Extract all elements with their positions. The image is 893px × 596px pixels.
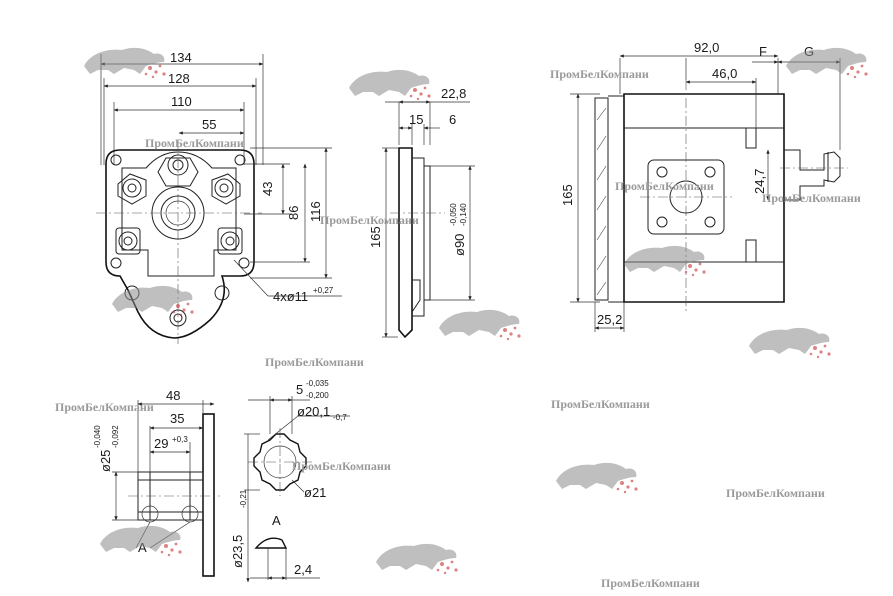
spline-view: 5 -0,035 -0,200 ø20,1 -0,7 ø21 ø23,5 -0,… (230, 379, 350, 583)
dim-29: 29 (154, 436, 168, 451)
dim-22-8: 22,8 (441, 86, 466, 101)
dim-55: 55 (202, 117, 216, 132)
dim-dia20: ø20,1 (297, 404, 330, 419)
dim-dia25-tol-up: -0,040 (93, 425, 102, 448)
leopard-logo-icon (624, 245, 706, 277)
dim-holes-tol: +0,27 (313, 286, 334, 295)
dim-15: 15 (409, 112, 423, 127)
leopard-logo-icon (84, 47, 166, 79)
watermark-text: ПромБелКомпани (320, 213, 419, 227)
leopard-logo-icon (112, 285, 194, 317)
dim-165-side: 165 (368, 226, 383, 248)
dim-128: 128 (168, 71, 190, 86)
dim-134: 134 (170, 50, 192, 65)
leopard-logo-icon (786, 47, 868, 79)
dim-2-4: 2,4 (294, 562, 312, 577)
side-view: 22,8 15 6 165 ø90 -0,050 -0,140 (368, 86, 475, 339)
spline-label-a: A (272, 513, 281, 528)
front-view: 134 128 110 55 (96, 50, 342, 344)
dim-29-tol: +0,3 (172, 435, 188, 444)
watermark-text: ПромБелКомпани (55, 400, 154, 414)
dim-dia90-tol-lo: -0,140 (459, 203, 468, 226)
dim-5: 5 (296, 382, 303, 397)
dim-F: F (759, 44, 767, 59)
shaft-label-a: A (138, 540, 147, 555)
dim-dia25: ø25 (98, 450, 113, 472)
leopard-logo-icon (749, 327, 831, 359)
watermark-text: ПромБелКомпани (726, 486, 825, 500)
dim-24-7: 24,7 (752, 169, 767, 194)
dim-5-tol-up: -0,035 (306, 379, 329, 388)
watermark-text: ПромБелКомпани (551, 397, 650, 411)
watermark-text: ПромБелКомпани (265, 355, 364, 369)
watermark-text: ПромБелКомпани (762, 191, 861, 205)
dim-25-2: 25,2 (597, 312, 622, 327)
leopard-logo-icon (439, 309, 521, 341)
dim-165-right: 165 (560, 184, 575, 206)
dim-43: 43 (260, 182, 275, 196)
dim-5-tol-lo: -0,200 (306, 391, 329, 400)
watermarks: ПромБелКомпани ПромБелКомпани ПромБелКом… (55, 47, 868, 590)
watermark-text: ПромБелКомпани (292, 459, 391, 473)
dim-110: 110 (171, 94, 192, 109)
dim-holes: 4xø11 (273, 289, 308, 304)
dim-86: 86 (286, 206, 301, 220)
watermark-text: ПромБелКомпани (145, 136, 244, 150)
dim-dia90: ø90 (452, 234, 467, 256)
dim-46: 46,0 (712, 66, 737, 81)
leopard-logo-icon (349, 69, 431, 101)
watermark-text: ПромБелКомпани (550, 67, 649, 81)
right-view: 92,0 F G 46,0 165 24,7 25,2 (560, 40, 848, 332)
dim-dia90-tol-up: -0,050 (449, 203, 458, 226)
dim-116: 116 (308, 201, 323, 222)
dim-48: 48 (166, 388, 180, 403)
dim-dia25-tol-lo: -0,092 (111, 425, 120, 448)
dim-dia21: ø21 (304, 485, 326, 500)
watermark-text: ПромБелКомпани (615, 179, 714, 193)
dim-6: 6 (449, 112, 456, 127)
dim-dia23: ø23,5 (230, 535, 245, 568)
leopard-logo-icon (376, 543, 458, 575)
leopard-logo-icon (556, 462, 638, 494)
dim-92: 92,0 (694, 40, 719, 55)
dim-dia20-tol: -0,7 (333, 413, 347, 422)
dim-dia23-tol: -0,21 (239, 489, 248, 508)
dim-35: 35 (170, 411, 184, 426)
watermark-text: ПромБелКомпани (601, 576, 700, 590)
